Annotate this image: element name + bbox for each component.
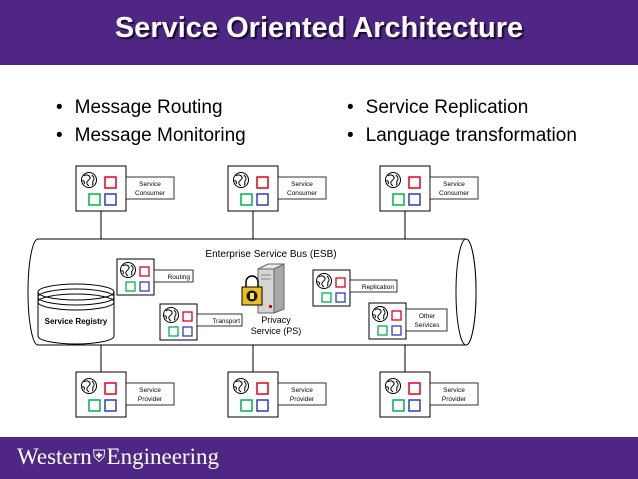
globe-icon (81, 172, 97, 188)
bullet-list-left: Message Routing Message Monitoring (56, 94, 246, 150)
brand-western: Western (17, 444, 92, 469)
globe-icon (233, 378, 249, 394)
globe-icon (372, 306, 388, 322)
privacy-label-line1: Privacy (261, 315, 291, 325)
svg-text:Service: Service (139, 387, 161, 394)
globe-icon (385, 172, 401, 188)
lock-icon (241, 275, 263, 306)
title-banner (0, 0, 638, 65)
globe-icon (385, 378, 401, 394)
other-label-line1: Other (419, 313, 436, 320)
svg-text:Consumer: Consumer (287, 190, 318, 197)
transport-label: Transport (212, 318, 240, 325)
svg-text:Provider: Provider (138, 396, 163, 403)
globe-icon (163, 307, 179, 323)
svg-text:Consumer: Consumer (135, 190, 166, 197)
bullet-list-right: Service Replication Language transformat… (347, 94, 577, 150)
globe-icon (316, 273, 332, 289)
page-title: Service Oriented Architecture (114, 12, 524, 44)
routing-label: Routing (168, 274, 191, 281)
privacy-service-server (257, 263, 285, 314)
globe-icon (120, 262, 136, 278)
svg-text:Provider: Provider (290, 396, 315, 403)
footer-banner (0, 437, 638, 479)
service-provider-3: Service Provider (379, 371, 479, 418)
service-provider-2: Service Provider (227, 371, 327, 418)
svg-text:Provider: Provider (442, 396, 467, 403)
routing-service: Routing (116, 258, 194, 296)
brand-engineering: Engineering (106, 444, 219, 469)
service-provider-1: Service Provider (75, 371, 175, 418)
service-consumer-2: Service Consumer (227, 165, 327, 212)
bullet-message-monitoring: Message Monitoring (56, 122, 246, 150)
globe-icon (233, 172, 249, 188)
globe-icon (81, 378, 97, 394)
service-consumer-1: Service Consumer (75, 165, 175, 212)
privacy-label-line2: Service (PS) (251, 326, 302, 336)
replication-service: Replication (312, 269, 398, 307)
svg-text:Service: Service (291, 387, 313, 394)
svg-text:Service: Service (139, 181, 161, 188)
service-registry-label: Service Registry (45, 317, 108, 326)
other-label-line2: Services (415, 322, 441, 329)
svg-text:Consumer: Consumer (439, 190, 470, 197)
esb-title: Enterprise Service Bus (ESB) (205, 249, 336, 260)
service-consumer-3: Service Consumer (379, 165, 479, 212)
svg-text:Service: Service (443, 387, 465, 394)
bullet-language-transformation: Language transformation (347, 122, 577, 150)
soa-diagram: Enterprise Service Bus (ESB) Service Reg… (27, 165, 479, 418)
svg-text:Service: Service (443, 181, 465, 188)
bullet-service-replication: Service Replication (347, 94, 577, 122)
other-services: Other Services (368, 302, 448, 340)
bullet-message-routing: Message Routing (56, 94, 246, 122)
svg-text:Service: Service (291, 181, 313, 188)
western-engineering-logo: Western⛨Engineering (17, 444, 219, 470)
replication-label: Replication (362, 284, 395, 291)
service-registry-database (37, 283, 115, 345)
crest-icon: ⛨ (92, 447, 106, 466)
transport-service: Transport (159, 303, 243, 341)
